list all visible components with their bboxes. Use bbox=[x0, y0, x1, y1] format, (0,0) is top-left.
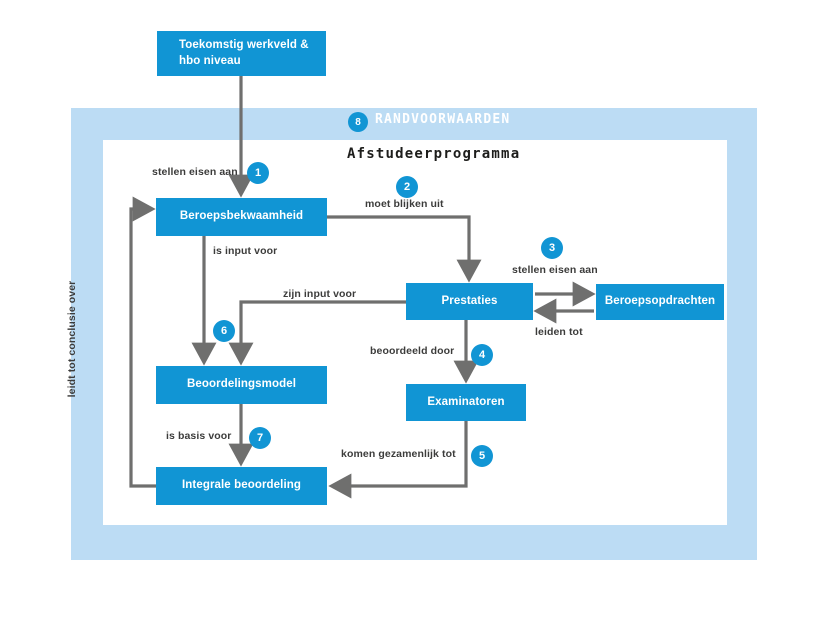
node-label: Beoordelingsmodel bbox=[186, 378, 297, 391]
edge-label-leiden-tot: leiden tot bbox=[535, 326, 583, 338]
badge-3: 3 bbox=[541, 237, 563, 259]
edge-label-komen-gezamenlijk-tot: komen gezamenlijk tot bbox=[341, 448, 456, 460]
node-label: Beroepsbekwaamheid bbox=[179, 210, 304, 223]
edge-label-beoordeeld-door: beoordeeld door bbox=[370, 345, 455, 357]
edge-label-stellen-eisen-aan-1: stellen eisen aan bbox=[152, 166, 238, 178]
badge-2: 2 bbox=[396, 176, 418, 198]
afstudeerprogramma-title: Afstudeerprogramma bbox=[347, 146, 521, 162]
node-examinatoren[interactable]: Examinatoren bbox=[406, 384, 526, 421]
badge-8: 8 bbox=[348, 112, 368, 132]
edge-leidt-tot-conclusie-arrow bbox=[129, 196, 156, 488]
edge-label-is-input-voor: is input voor bbox=[213, 245, 278, 257]
node-beroepsbekwaamheid[interactable]: Beroepsbekwaamheid bbox=[156, 198, 327, 236]
node-beroepsopdrachten[interactable]: Beroepsopdrachten bbox=[596, 284, 724, 320]
node-label: Toekomstig werkveld & hbo niveau bbox=[179, 39, 309, 67]
randvoorwaarden-title: RANDVOORWAARDEN bbox=[375, 112, 511, 127]
edge-label-leidt-tot-conclusie-over: leidt tot conclusie over bbox=[66, 280, 78, 398]
edge-2-arrow bbox=[327, 215, 482, 283]
node-label: Prestaties bbox=[441, 294, 498, 307]
node-toekomstig-werkveld[interactable]: Toekomstig werkveld & hbo niveau bbox=[157, 31, 326, 76]
badge-5: 5 bbox=[471, 445, 493, 467]
badge-1: 1 bbox=[247, 162, 269, 184]
edge-label-stellen-eisen-aan-3: stellen eisen aan bbox=[512, 264, 598, 276]
edge-6-arrow bbox=[228, 300, 406, 366]
badge-7: 7 bbox=[249, 427, 271, 449]
edge-5-arrow bbox=[328, 421, 468, 499]
edge-label-is-basis-voor: is basis voor bbox=[166, 430, 232, 442]
node-prestaties[interactable]: Prestaties bbox=[406, 283, 533, 320]
node-beoordelingsmodel[interactable]: Beoordelingsmodel bbox=[156, 366, 327, 404]
node-integrale-beoordeling[interactable]: Integrale beoordeling bbox=[156, 467, 327, 505]
node-label: Examinatoren bbox=[427, 395, 505, 408]
badge-6: 6 bbox=[213, 320, 235, 342]
badge-4: 4 bbox=[471, 344, 493, 366]
edge-label-zijn-input-voor: zijn input voor bbox=[283, 288, 357, 300]
node-label: Integrale beoordeling bbox=[181, 479, 302, 492]
edge-label-moet-blijken-uit: moet blijken uit bbox=[365, 198, 444, 210]
node-label: Beroepsopdrachten bbox=[604, 295, 716, 308]
